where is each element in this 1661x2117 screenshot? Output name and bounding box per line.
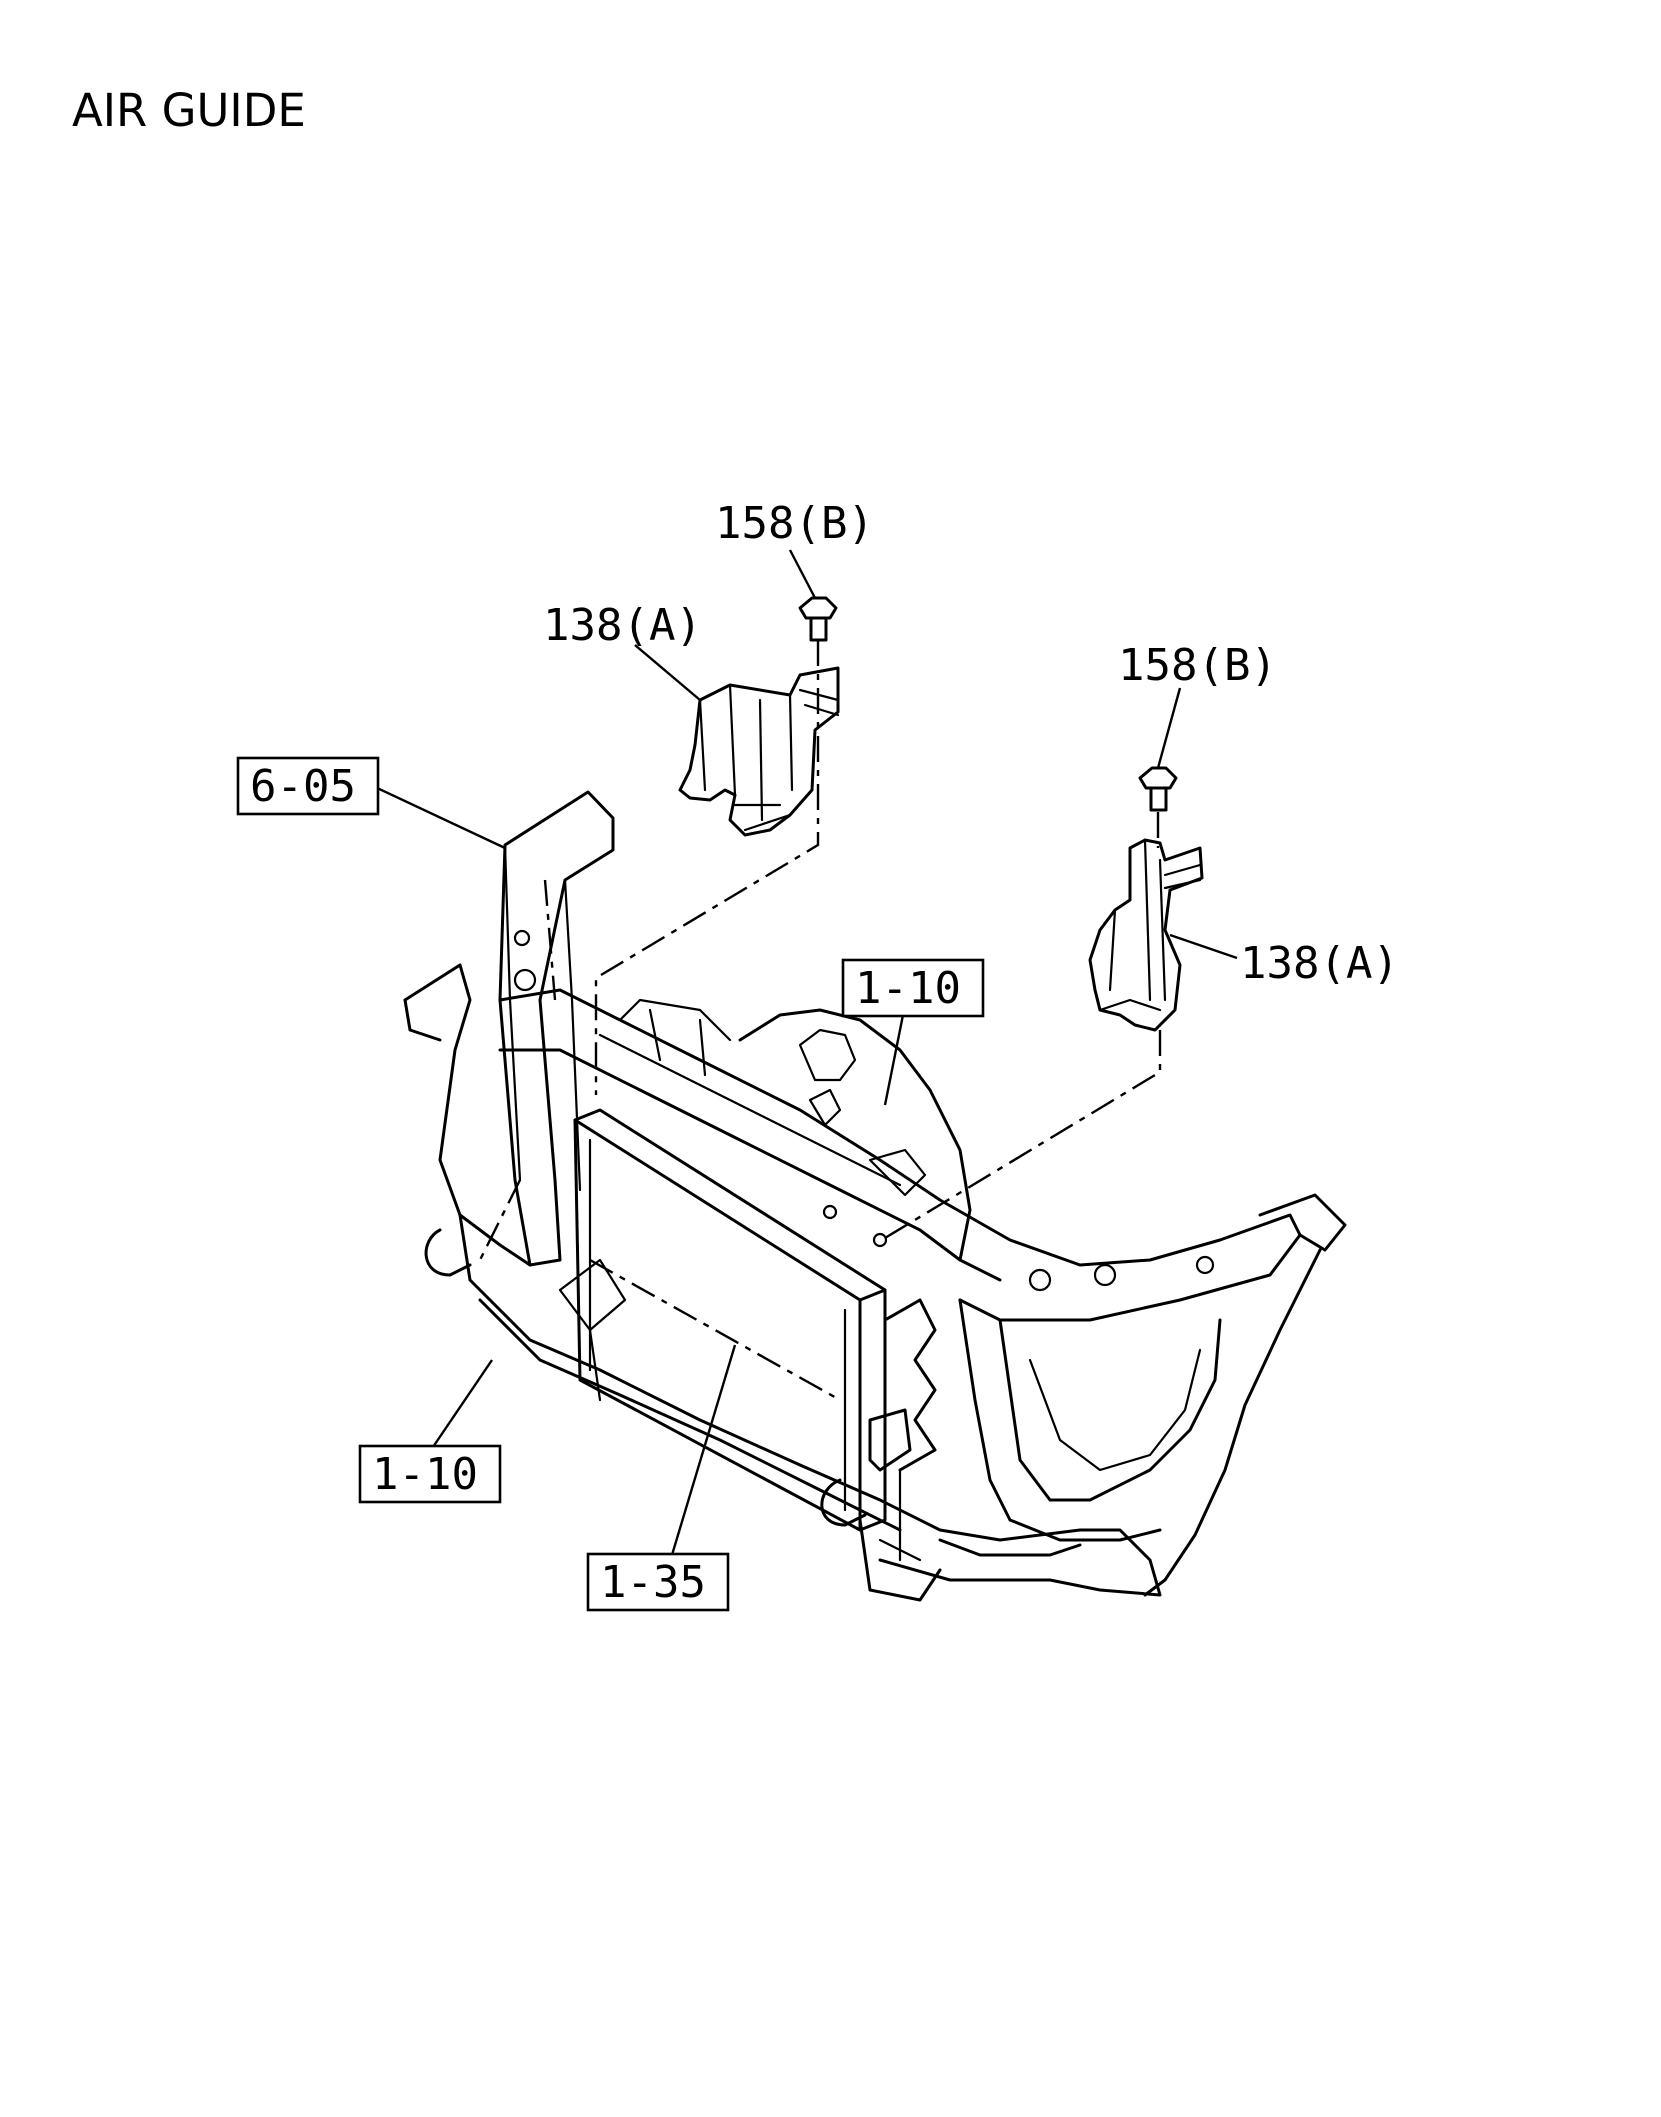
svg-text:6-05: 6-05 [250,761,356,812]
reference-box-1-35: 1-35 [586,1552,730,1612]
left-clip-callout: 158(B) [715,498,874,549]
leader-lines [374,549,1238,1556]
left-clip-part [798,596,838,642]
left-guide-callout: 138(A) [543,600,702,651]
right-guide-callout: 138(A) [1240,938,1399,989]
svg-text:1-10: 1-10 [372,1449,478,1500]
right-clip-part [1138,766,1178,812]
left-air-guide-part [678,666,840,837]
radiator-support-frame [403,790,1347,1602]
svg-text:1-10: 1-10 [855,963,961,1014]
installation-lines [478,640,1162,1402]
page-title: AIR GUIDE [72,84,306,137]
reference-box-6-05: 6-05 [236,756,380,816]
reference-box-1-10-bottom: 1-10 [358,1444,502,1504]
reference-box-1-10-top: 1-10 [841,958,985,1018]
right-clip-callout: 158(B) [1118,640,1277,691]
right-air-guide-part [1088,838,1204,1032]
svg-text:1-35: 1-35 [600,1557,706,1608]
